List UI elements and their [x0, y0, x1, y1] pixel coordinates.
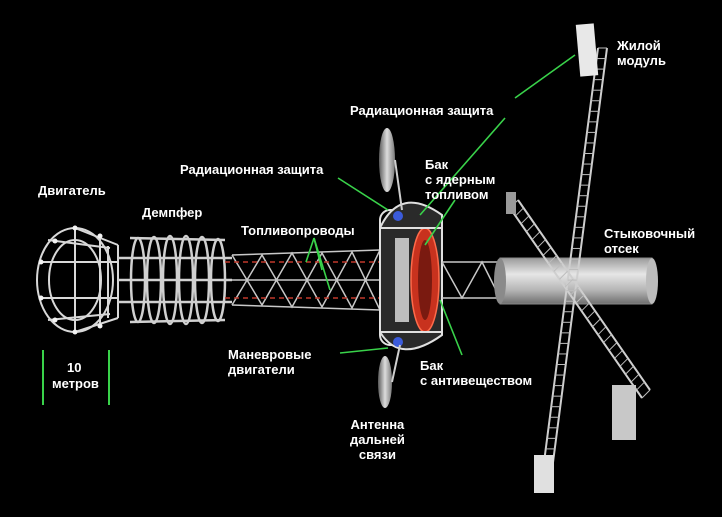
ladder-rung [619, 357, 629, 367]
ladder-rung [542, 247, 552, 256]
maneuver-engines-label: Маневровые двигатели [228, 347, 312, 377]
ladder-rung [515, 207, 524, 217]
antimatter-tank-label: Бак с антивеществом [420, 358, 533, 388]
leader-lines [305, 54, 576, 356]
scale-value: 10 [67, 360, 82, 375]
ladder-rung [597, 326, 607, 336]
fuel-line-truss [231, 249, 381, 311]
ladder-rung [586, 310, 596, 320]
ladder-rung [575, 294, 585, 304]
ladder-rung [570, 286, 579, 296]
ladder-rung [608, 342, 618, 351]
ladder-rung [641, 389, 651, 399]
ladder-rung [526, 223, 535, 233]
ladder-rung [592, 318, 601, 328]
tank-assembly [379, 201, 443, 351]
antenna-label: Антенна дальней связи [350, 417, 405, 462]
forward-truss [441, 260, 501, 300]
ladder-rung [614, 350, 623, 359]
ladder-rung [531, 231, 541, 241]
ladder-rung [636, 381, 645, 391]
ladder-rung [548, 255, 557, 264]
ladder-rung [537, 239, 546, 248]
nuclear-fuel-tank-label: Бак с ядерным топливом [425, 157, 496, 202]
docking-bay-label: Стыковочный отсек [604, 226, 696, 256]
ladder-rung [630, 373, 640, 383]
radiation-shield-outer-label: Радиационная защита [350, 103, 494, 118]
engine-structure [36, 227, 119, 333]
ladder-rung [553, 262, 563, 272]
ladder-rung [559, 270, 568, 280]
fuel-lines-label: Топливопроводы [241, 223, 355, 238]
ladder-rung [603, 334, 612, 343]
damper-structure [118, 234, 232, 326]
ladder-rung [581, 302, 590, 312]
scale-bar [42, 350, 110, 405]
ladder-rung [520, 215, 530, 225]
fuel-lines-red [225, 261, 380, 299]
ladder-rung [625, 365, 634, 375]
radiation-shield-inner-label: Радиационная защита [180, 162, 324, 177]
ladder-rung [564, 278, 574, 288]
ladder-rungs [509, 47, 651, 471]
living-module-label: Жилой модуль [617, 38, 666, 68]
antenna-dishes [378, 128, 403, 408]
engine-label: Двигатель [38, 183, 106, 198]
living-modules [506, 23, 636, 493]
scale-unit: метров [52, 376, 99, 391]
engine-nodes [38, 225, 103, 335]
damper-label: Демпфер [142, 205, 203, 220]
